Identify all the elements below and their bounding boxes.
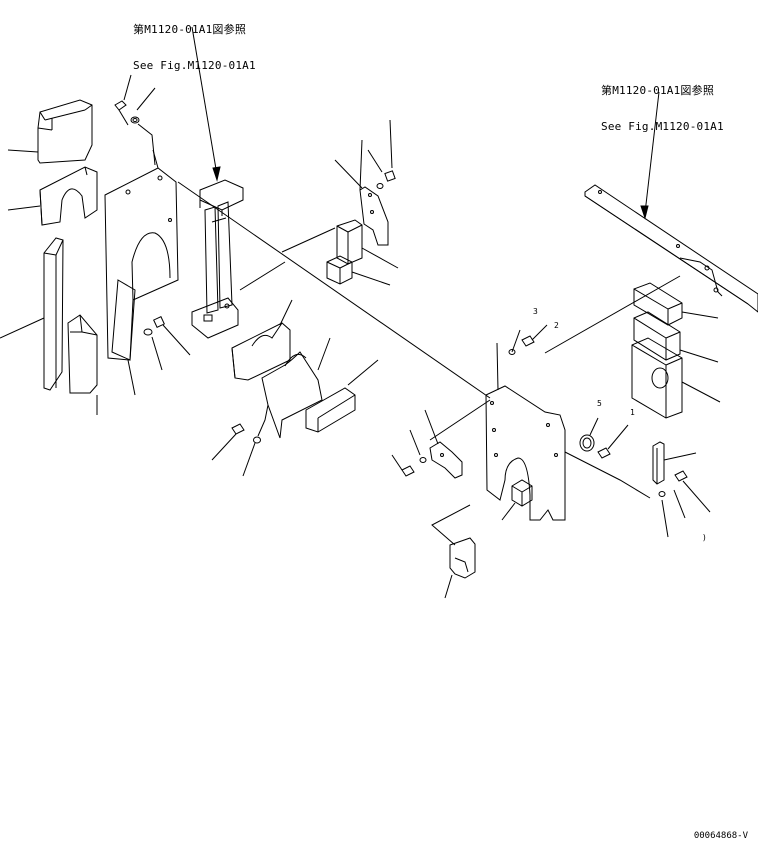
cover-plate-center	[261, 337, 331, 439]
foam-block-upper-a	[336, 219, 399, 269]
reference-jp-left: 第M1120-01A1図参照	[133, 23, 247, 36]
bracket-plate-left	[104, 149, 179, 396]
callout-mark-3: 3	[533, 307, 538, 316]
channel-bracket-lower	[444, 537, 476, 599]
foam-pad-top-left	[7, 99, 93, 164]
foam-pad-saddle	[231, 299, 293, 381]
reference-note-right: 第M1120-01A1図参照 See Fig.M1120-01A1	[601, 61, 724, 145]
callout-mark-2: 2	[554, 321, 559, 330]
foam-strip-long	[0, 237, 64, 391]
reference-arrow-right	[640, 91, 660, 220]
bracket-plate-right	[485, 342, 566, 521]
frame-rail-right	[584, 184, 758, 313]
foam-block-right-b	[633, 311, 719, 363]
reference-en-right: See Fig.M1120-01A1	[601, 120, 724, 133]
foam-block-upper-b	[326, 255, 391, 286]
foam-block-right-hole	[631, 337, 721, 419]
foam-block-right-inner	[501, 479, 533, 521]
foam-pad-curved-left	[7, 166, 98, 226]
reference-note-left: 第M1120-01A1図参照 See Fig.M1120-01A1	[133, 0, 256, 84]
bolt-washer-right-lower	[658, 470, 711, 538]
bolt-right-isolated	[579, 417, 629, 459]
foam-pad-tall	[67, 314, 98, 415]
reference-jp-right: 第M1120-01A1図参照	[601, 84, 715, 97]
foam-block-center	[305, 359, 379, 433]
bolt-washer-top-left	[114, 74, 156, 166]
drawing-code: 00064868-V	[693, 831, 748, 841]
connection-lines	[177, 181, 681, 546]
mount-bracket-small	[424, 409, 463, 479]
callout-mark-1: 1	[630, 408, 635, 417]
callout-mark-5: 5	[597, 399, 602, 408]
shim-strip-right	[652, 441, 697, 485]
bracket-small-upper	[334, 139, 389, 246]
callout-marks: 3 2 5 1 )	[533, 307, 707, 542]
vertical-post-bracket	[191, 179, 244, 339]
bolt-washer-upper	[367, 119, 396, 189]
bolt-washer-mid-left	[143, 316, 191, 371]
callout-mark-paren: )	[702, 533, 707, 542]
bolt-washer-right-cluster	[391, 324, 548, 477]
reference-arrow-left	[191, 26, 221, 182]
foam-block-right-a	[633, 282, 719, 326]
bolt-washer-lower-left	[211, 404, 269, 477]
reference-en-left: See Fig.M1120-01A1	[133, 59, 256, 72]
